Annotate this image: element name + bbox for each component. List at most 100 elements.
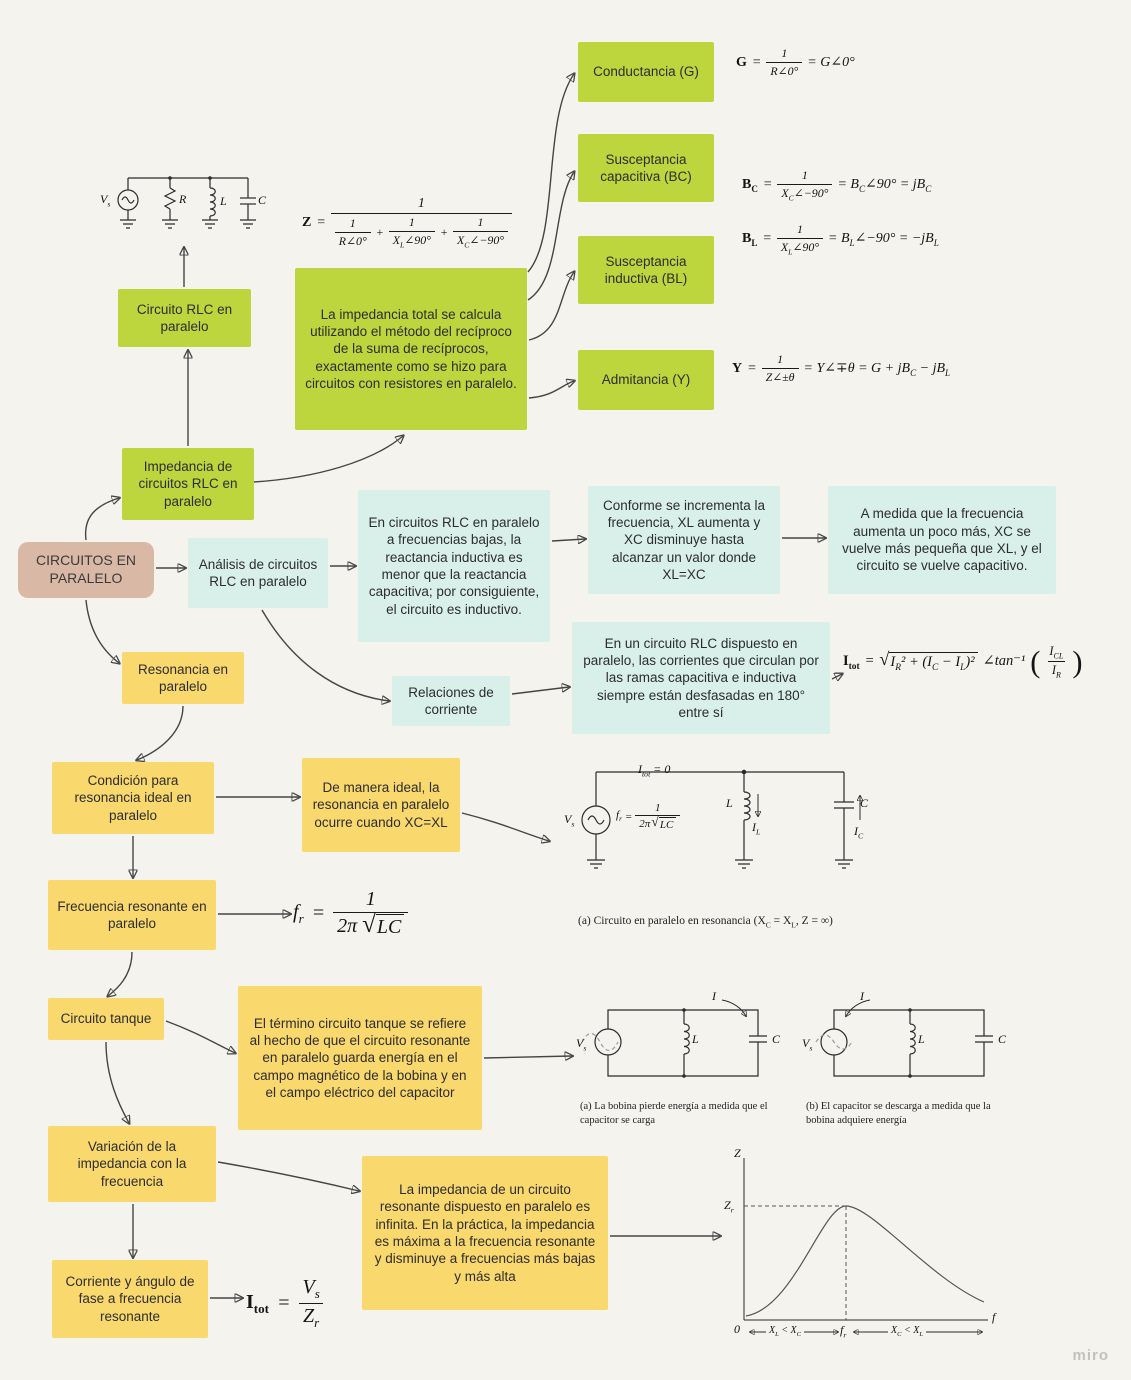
inductor-label: L: [918, 1032, 925, 1046]
node-resonancia[interactable]: Resonancia en paralelo: [122, 652, 244, 704]
resistor-symbol: [163, 178, 177, 220]
capacitor-label: C: [998, 1032, 1007, 1046]
inductor-symbol: [743, 772, 751, 860]
current-arrows: [758, 794, 860, 820]
node-impedancia[interactable]: Impedancia de circuitos RLC en paralelo: [122, 448, 254, 520]
source-label: Vs: [564, 812, 575, 829]
axes: [743, 1158, 988, 1321]
node-circuito-rlc[interactable]: Circuito RLC en paralelo: [118, 289, 251, 347]
itot-zero-label: Itot = 0: [638, 762, 671, 779]
node-root[interactable]: CIRCUITOS EN PARALELO: [18, 542, 154, 598]
node-corrientes-desfasadas[interactable]: En un circuito RLC dispuesto en paralelo…: [572, 622, 830, 734]
arrow-tanque-to-nota: [165, 1020, 235, 1053]
arrow-impedancia-to-nota: [253, 436, 403, 483]
node-label: Corriente y ángulo de fase a frecuencia …: [65, 1274, 195, 1324]
arrow-to-susceptancia-l: [528, 272, 574, 341]
node-frecuencias-bajas[interactable]: En circuitos RLC en paralelo a frecuenci…: [358, 490, 550, 642]
arrow-root-to-impedancia: [84, 498, 119, 541]
node-variacion-nota[interactable]: La impedancia de un circuito resonante d…: [362, 1156, 608, 1310]
node-circuito-tanque[interactable]: Circuito tanque: [48, 998, 164, 1040]
node-condicion[interactable]: Condición para resonancia ideal en paral…: [52, 762, 214, 834]
dashed-guides: [744, 1205, 847, 1320]
source-label: Vs: [802, 1036, 813, 1053]
inductor-label: L: [220, 194, 227, 208]
inductor-symbol: [209, 178, 216, 220]
right-region-label: XC < XL: [888, 1325, 926, 1338]
capacitor-label: C: [772, 1032, 781, 1046]
node-label: En circuitos RLC en paralelo a frecuenci…: [368, 515, 540, 617]
resistor-label: R: [179, 192, 187, 206]
node-frecuencia-resonante[interactable]: Frecuencia resonante en paralelo: [48, 880, 216, 950]
node-frecuencia-mas[interactable]: A medida que la frecuencia aumenta un po…: [828, 486, 1056, 594]
node-label: Análisis de circuitos RLC en paralelo: [198, 556, 318, 589]
wire: [596, 769, 844, 775]
arrow-ideal-to-circuit: [461, 812, 549, 841]
node-corriente-angulo[interactable]: Corriente y ángulo de fase a frecuencia …: [52, 1260, 208, 1338]
node-label: La impedancia total se calcula utilizand…: [305, 306, 517, 391]
node-label: A medida que la frecuencia aumenta un po…: [842, 506, 1042, 574]
capacitor-symbol: [975, 1035, 993, 1043]
capacitor-symbol: [240, 178, 256, 220]
tank-circuit-a-diagram: Vs L C I (a) La bobina pierde energía a …: [576, 989, 791, 1132]
node-tanque-nota[interactable]: El término circuito tanque se refiere al…: [238, 986, 482, 1130]
current-arrow: [846, 999, 871, 1016]
node-variacion[interactable]: Variación de la impedancia con la frecue…: [48, 1126, 216, 1202]
arrow-frecuencia-to-tanque: [108, 951, 133, 996]
arrow-analisis-to-relaciones: [261, 609, 389, 701]
ac-source-symbol: [117, 178, 139, 220]
arrow-tanque-to-variacion: [105, 1041, 129, 1123]
node-label: Susceptancia capacitiva (BC): [600, 151, 692, 184]
arrow-relaciones-to-desfasadas: [511, 687, 569, 695]
resonance-circuit-diagram: Itot = 0 Vs fr = 1 2π√LC L IL C IC (a) C…: [552, 758, 886, 938]
node-analisis[interactable]: Análisis de circuitos RLC en paralelo: [188, 538, 328, 608]
formula-resonant-frequency: fr = 1 2π√LC: [293, 888, 409, 939]
ground-symbols: [587, 859, 853, 869]
source-label: Vs: [576, 1036, 587, 1053]
current-arrow: [721, 999, 746, 1016]
capacitor-symbol: [749, 1035, 767, 1043]
arrow-desfasadas-to-formula: [831, 674, 842, 679]
fading-sine: [581, 1032, 619, 1052]
node-ideal[interactable]: De manera ideal, la resonancia en parale…: [302, 758, 460, 852]
node-relaciones[interactable]: Relaciones de corriente: [392, 676, 510, 726]
node-label: Relaciones de corriente: [408, 684, 494, 717]
ac-source-symbol: [820, 1028, 848, 1056]
inductor-label: L: [726, 796, 733, 810]
parallel-rlc-circuit-diagram: Vs R L C: [98, 162, 270, 246]
current-label: I: [712, 989, 716, 1003]
fading-sine: [815, 1034, 853, 1050]
loop-wire: [833, 1009, 985, 1077]
node-frecuencia-sube[interactable]: Conforme se incrementa la frecuencia, XL…: [588, 486, 780, 594]
node-susceptancia-capacitiva[interactable]: Susceptancia capacitiva (BC): [578, 134, 714, 202]
il-label: IL: [752, 820, 761, 837]
node-admitancia[interactable]: Admitancia (Y): [578, 350, 714, 410]
arrow-bajas-to-sube: [551, 539, 585, 541]
wire: [128, 176, 248, 180]
origin-label: 0: [734, 1322, 740, 1336]
node-label: Circuito RLC en paralelo: [136, 301, 233, 334]
inductor-symbol: [682, 1008, 690, 1078]
arrow-root-to-resonancia: [85, 599, 119, 663]
node-label: En un circuito RLC dispuesto en paralelo…: [583, 635, 819, 720]
node-label: Admitancia (Y): [601, 372, 691, 388]
ac-source-symbol: [594, 1028, 622, 1056]
node-label: Frecuencia resonante en paralelo: [57, 898, 207, 931]
node-label: Condición para resonancia ideal en paral…: [74, 773, 192, 823]
node-impedancia-nota[interactable]: La impedancia total se calcula utilizand…: [295, 268, 527, 430]
capacitor-label: C: [258, 193, 267, 207]
impedance-curve: [745, 1205, 985, 1317]
tank-b-caption: (b) El capacitor se descarga a medida qu…: [806, 1101, 991, 1126]
node-conductancia[interactable]: Conductancia (G): [578, 42, 714, 102]
arrow-resonancia-to-condicion: [137, 705, 184, 760]
node-label: Impedancia de circuitos RLC en paralelo: [138, 459, 238, 509]
node-label: Variación de la impedancia con la frecue…: [77, 1139, 187, 1189]
z-axis-label: Z: [734, 1146, 741, 1160]
arrow-nota-to-tanks: [483, 1056, 572, 1058]
node-susceptancia-inductiva[interactable]: Susceptancia inductiva (BL): [578, 236, 714, 304]
